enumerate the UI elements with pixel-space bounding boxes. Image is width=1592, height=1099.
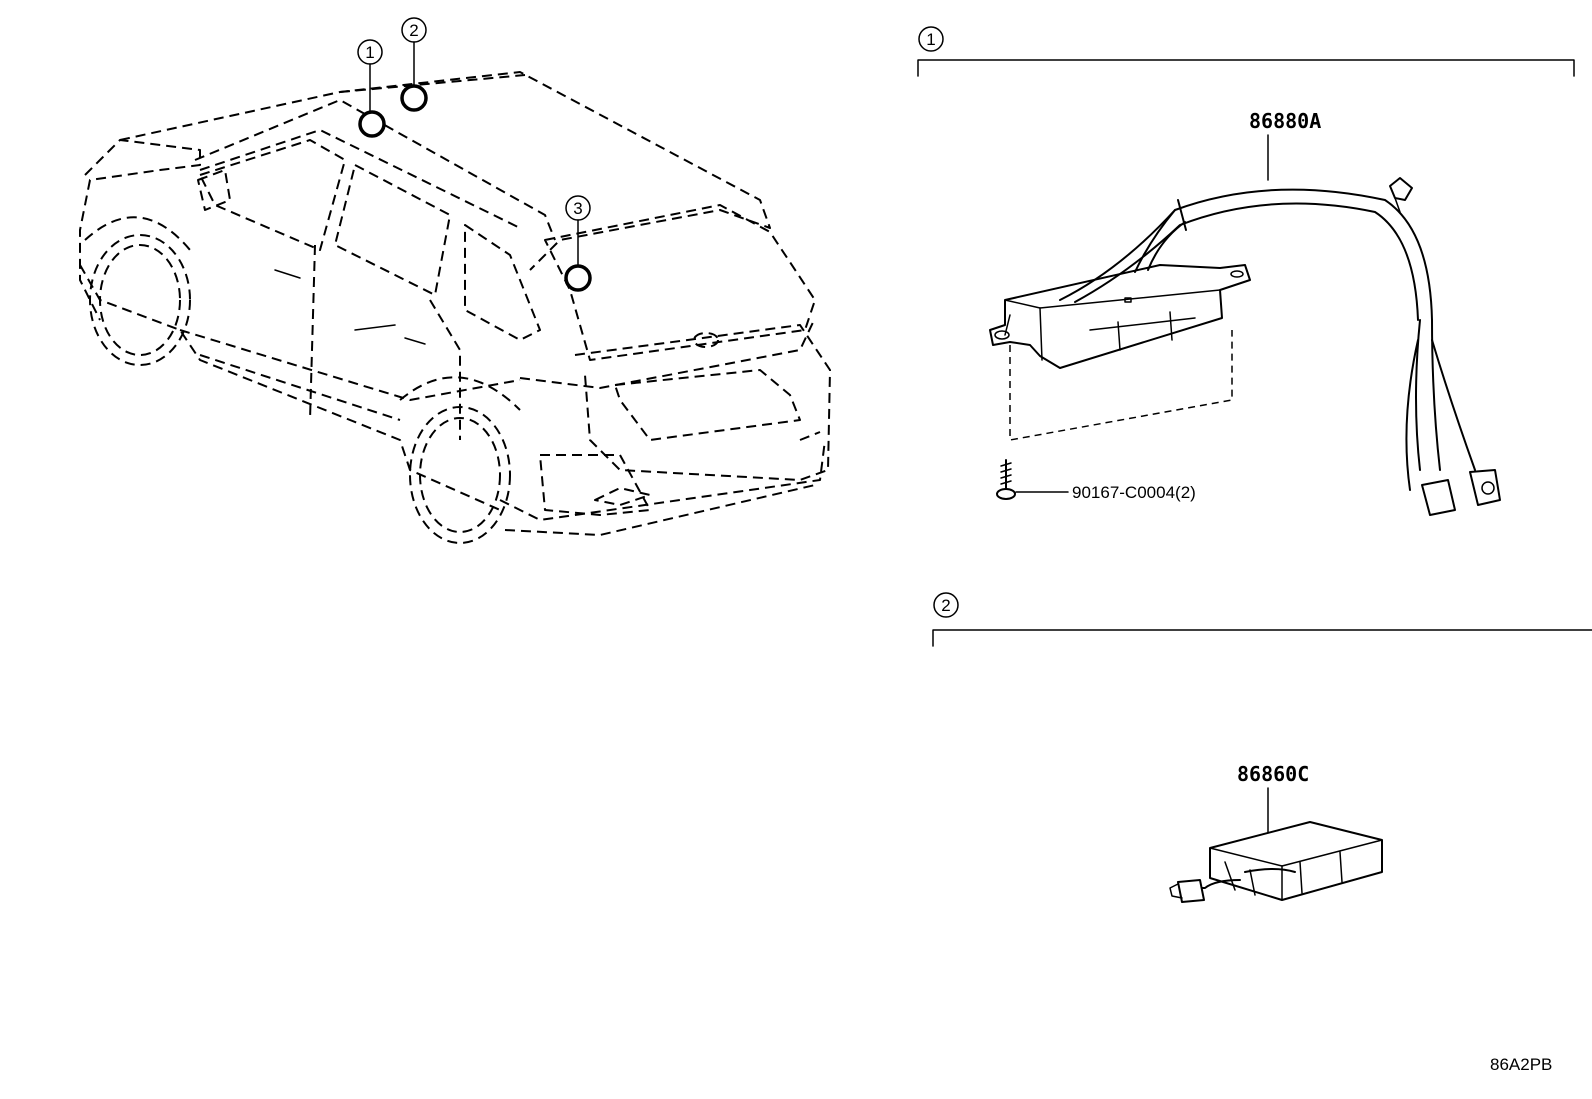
svg-text:3: 3 bbox=[573, 199, 582, 218]
svg-text:1: 1 bbox=[365, 43, 374, 62]
part-number-86860C: 86860C bbox=[1237, 762, 1309, 786]
module-86880A bbox=[989, 264, 1251, 369]
location-marker-1 bbox=[358, 110, 386, 138]
screw-90167-C0004 bbox=[996, 459, 1069, 500]
section-2: 2 86860C bbox=[932, 592, 1592, 903]
part-number-90167-C0004: 90167-C0004(2) bbox=[1072, 483, 1196, 502]
section-1-marker bbox=[918, 26, 944, 52]
svg-text:1: 1 bbox=[926, 30, 935, 49]
vehicle-callout-3: 3 bbox=[564, 195, 592, 292]
antenna-cable bbox=[1059, 177, 1501, 516]
vehicle-illustration: 1 2 3 bbox=[79, 17, 831, 544]
section-1: 1 86880A bbox=[917, 26, 1575, 516]
section-2-marker bbox=[933, 592, 959, 618]
vehicle-callout-2: 2 bbox=[400, 17, 428, 112]
part-number-86880A: 86880A bbox=[1249, 109, 1321, 133]
location-marker-3 bbox=[564, 264, 592, 292]
svg-text:2: 2 bbox=[941, 596, 950, 615]
location-marker-2 bbox=[400, 84, 428, 112]
section-1-bracket bbox=[917, 59, 1575, 77]
figure-code: 86A2PB bbox=[1490, 1055, 1552, 1074]
module-86860C bbox=[1169, 821, 1383, 903]
svg-text:2: 2 bbox=[409, 21, 418, 40]
vehicle-callout-1: 1 bbox=[357, 39, 386, 138]
